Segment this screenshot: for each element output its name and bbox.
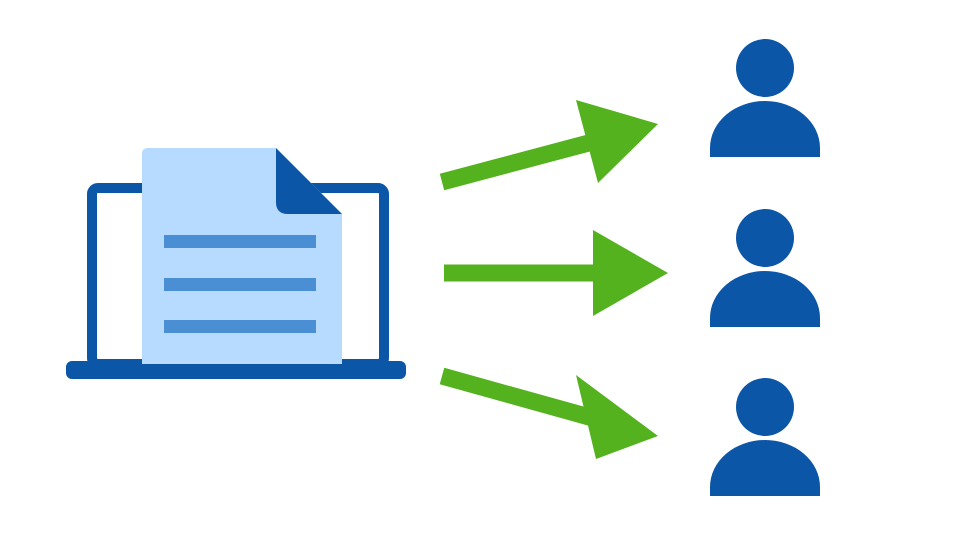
laptop-base bbox=[66, 361, 406, 379]
document-line bbox=[164, 320, 316, 333]
person-icon bbox=[710, 209, 820, 327]
document-icon bbox=[142, 148, 342, 364]
document-line bbox=[164, 235, 316, 248]
arrow-right-icon bbox=[439, 100, 658, 191]
person-icon bbox=[710, 39, 820, 157]
arrow-right-icon bbox=[444, 230, 668, 316]
document-corner-fold bbox=[276, 148, 342, 214]
arrow-right-icon bbox=[439, 367, 658, 459]
document-line bbox=[164, 278, 316, 291]
person-icon bbox=[710, 378, 820, 496]
